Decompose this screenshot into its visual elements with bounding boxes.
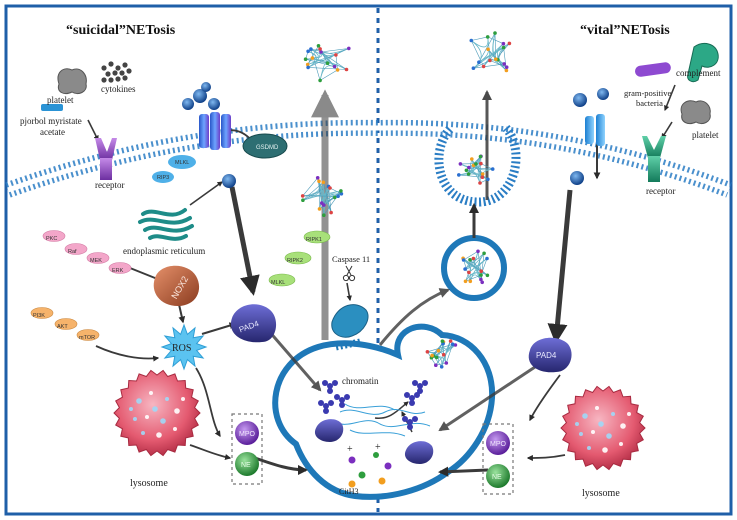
calcium-ion xyxy=(193,89,207,103)
label-ne-right: NE xyxy=(492,474,502,481)
label-mpo-right: MPO xyxy=(490,441,507,448)
label-plus-2: + xyxy=(375,442,381,453)
granule-box-left xyxy=(231,413,263,485)
label-ros: ROS xyxy=(172,343,191,354)
histone-granules xyxy=(348,452,392,488)
right-title: “vital”NETosis xyxy=(580,23,670,38)
outer-frame xyxy=(4,4,733,516)
net-web xyxy=(461,249,490,285)
granule-box-right xyxy=(482,423,514,495)
membrane-vesicle xyxy=(434,124,521,207)
label-mek: MEK xyxy=(90,258,102,264)
label-receptor-left: receptor xyxy=(95,180,124,190)
calcium-ion xyxy=(597,88,609,100)
gram-positive-bacteria xyxy=(635,62,671,77)
label-pma-1: pjorbol myristate xyxy=(20,116,82,126)
calcium-ion xyxy=(573,93,587,107)
pad4-nuclear-right xyxy=(404,441,434,464)
label-complement: complement xyxy=(676,68,721,78)
label-ripk2: RIPK2 xyxy=(287,258,303,264)
net-web xyxy=(457,154,495,185)
lysosome-right xyxy=(560,385,646,471)
receptor-right xyxy=(642,136,666,182)
calcium-ion xyxy=(182,98,194,110)
complement-protein xyxy=(687,43,719,83)
kinase-chains xyxy=(30,230,331,341)
label-cith3: CitH3 xyxy=(339,487,359,496)
net-structures xyxy=(300,31,512,369)
label-pad4-right: PAD4 xyxy=(536,351,557,360)
ros-burst xyxy=(160,323,208,371)
label-raf: Raf xyxy=(68,249,77,255)
nox2-enzyme xyxy=(153,265,200,306)
pad4-left xyxy=(230,304,277,343)
net-web xyxy=(300,176,344,217)
caspase-11 xyxy=(331,304,369,338)
label-pi3k: PI3K xyxy=(33,313,45,319)
receptor-left xyxy=(95,138,117,180)
calcium-ion xyxy=(201,82,211,92)
label-mpo-left: MPO xyxy=(239,431,256,438)
label-er: endoplasmic reticulum xyxy=(123,246,205,256)
lysosome-left xyxy=(113,369,201,457)
cytokines-icon xyxy=(101,61,132,83)
chromatin-fibers xyxy=(318,380,431,437)
channel-right xyxy=(585,114,605,146)
net-web xyxy=(469,31,512,73)
label-ne-left: NE xyxy=(241,462,251,469)
label-gsdmd: GSDMD xyxy=(256,145,279,151)
label-mlkl-membrane: MLKL xyxy=(175,160,189,166)
endoplasmic-reticulum xyxy=(138,208,194,241)
label-cytokines: cytokines xyxy=(101,84,136,94)
pad4-right xyxy=(528,337,572,373)
mpo-left xyxy=(235,421,259,445)
calcium-ion xyxy=(570,171,584,185)
calcium-ions xyxy=(182,82,609,188)
label-mtor: mTOR xyxy=(79,335,95,341)
label-platelet-right: platelet xyxy=(692,130,719,140)
calcium-ion xyxy=(222,174,236,188)
gsdmd-protein xyxy=(242,133,288,159)
platelet-right xyxy=(680,100,711,125)
label-chromatin: chromatin xyxy=(342,376,379,386)
nucleus xyxy=(272,323,496,500)
label-erk: ERK xyxy=(112,268,124,274)
label-bacteria-2: bacteria xyxy=(636,98,663,108)
calcium-ion xyxy=(208,98,220,110)
ne-right xyxy=(486,464,510,488)
net-web xyxy=(303,44,351,83)
label-lysosome-right: lysosome xyxy=(582,488,620,499)
pad4-nuclear-left xyxy=(314,419,344,442)
pma-icon xyxy=(41,104,63,111)
label-lysosome-left: lysosome xyxy=(130,478,168,489)
mpo-right xyxy=(486,431,510,455)
label-pma-2: acetate xyxy=(40,127,65,137)
label-ripk1: RIPK1 xyxy=(306,237,322,243)
calcium-channel xyxy=(199,112,231,150)
label-plus-1: + xyxy=(347,444,353,455)
scissors-icon xyxy=(342,265,356,282)
label-caspase: Caspase 11 xyxy=(332,254,370,264)
cell-membrane xyxy=(5,119,732,198)
left-title: “suicidal”NETosis xyxy=(66,23,176,38)
label-pkc: PKC xyxy=(46,236,57,242)
ne-left xyxy=(235,452,259,476)
label-receptor-right: receptor xyxy=(646,186,675,196)
label-akt: AKT xyxy=(57,324,68,330)
label-platelet-left: platelet xyxy=(47,95,74,105)
label-bacteria-1: gram-positive xyxy=(624,88,671,98)
mlkl-membrane xyxy=(168,155,196,169)
rip3-membrane xyxy=(152,171,174,183)
net-web xyxy=(425,339,458,369)
label-rip3: RIP3 xyxy=(157,175,169,181)
platelet-left xyxy=(57,68,87,95)
label-mlkl: MLKL xyxy=(271,280,285,286)
